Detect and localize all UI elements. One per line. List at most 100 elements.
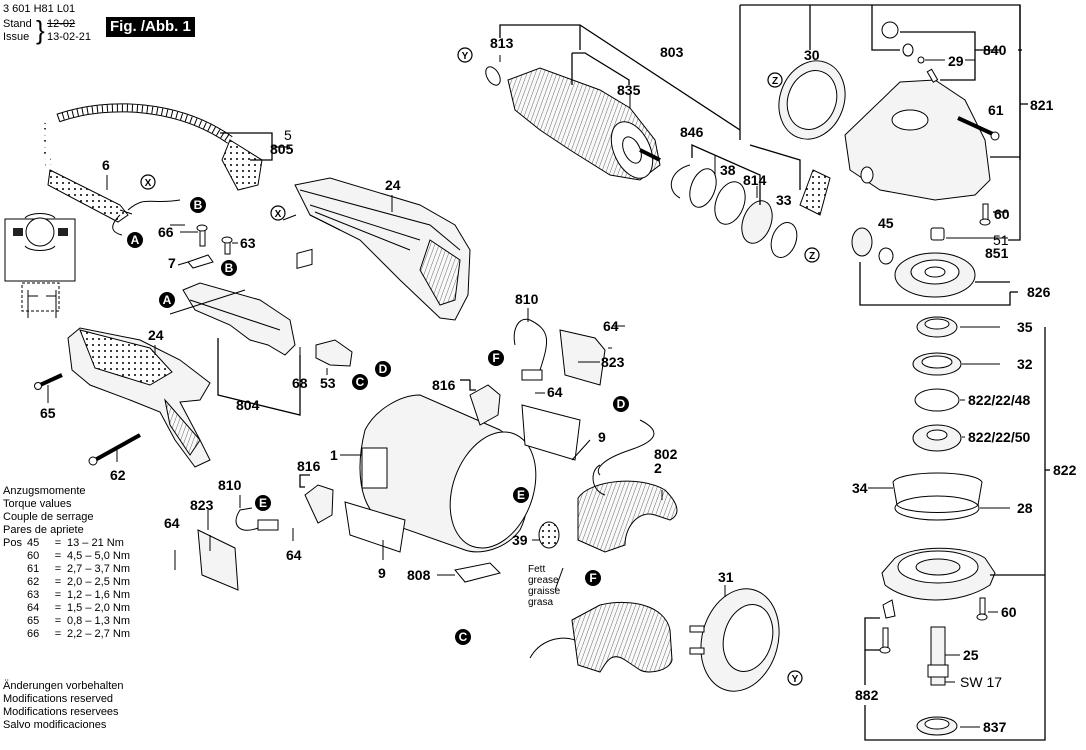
part-label: 63 xyxy=(240,235,256,251)
part-label: 33 xyxy=(776,192,792,208)
brush-wire-lower xyxy=(235,507,259,531)
part-label: 803 xyxy=(660,44,684,60)
pos-label: Pos xyxy=(3,537,22,549)
equals-sign: = xyxy=(54,628,62,640)
torque-title-de: Anzugsmomente xyxy=(3,485,86,497)
bearing-flange-33 xyxy=(770,222,798,258)
note-es: Salvo modificaciones xyxy=(3,719,107,731)
part-label: 24 xyxy=(148,327,164,343)
part-label: 64 xyxy=(603,318,619,334)
assembly-ref-z: Z xyxy=(767,72,783,88)
connector-ref-b: B xyxy=(190,197,206,213)
assembly-ref-x: X xyxy=(140,174,156,190)
gear-housing xyxy=(844,79,991,201)
screw-882 xyxy=(879,599,896,654)
svg-text:Z: Z xyxy=(809,251,815,262)
connector-ref-a: A xyxy=(127,232,143,248)
part-label: 840 xyxy=(983,42,1007,58)
assembly-ref-z: Z xyxy=(804,247,820,263)
brush-cap-823-lower xyxy=(197,529,239,591)
carbon-brush-810-lower xyxy=(257,519,279,531)
cord-wires xyxy=(112,199,181,236)
part-label: 1 xyxy=(330,447,338,463)
part-label: 64 xyxy=(164,515,180,531)
torque-pos: 45 xyxy=(27,537,40,549)
washer-846 xyxy=(689,168,717,208)
svg-text:D: D xyxy=(617,397,626,411)
stand-label: Stand xyxy=(3,18,32,30)
svg-text:B: B xyxy=(194,198,203,212)
part-labels: 5 805 6 24 66 63 7 68 53 804 24 65 62 81… xyxy=(40,35,1077,735)
svg-text:X: X xyxy=(145,178,152,189)
leader-lines xyxy=(47,4,1050,741)
grease-packet-39 xyxy=(538,521,560,549)
grease-note: Fett grease graisse grasa xyxy=(528,564,561,608)
protection-ring-34 xyxy=(892,472,983,513)
svg-text:F: F xyxy=(492,351,499,365)
needle-bearing-38 xyxy=(714,181,746,225)
svg-text:Y: Y xyxy=(792,674,799,685)
part-label: 68 xyxy=(292,375,308,391)
label-9-lower xyxy=(344,501,406,553)
torque-row: 64 = 1,5 – 2,0 Nm xyxy=(3,602,130,615)
svg-text:X: X xyxy=(275,209,282,220)
svg-text:graisse: graisse xyxy=(528,586,561,597)
screw-66 xyxy=(196,224,208,247)
part-label: 62 xyxy=(110,467,126,483)
field-coil-upper xyxy=(577,480,678,553)
part-label: 39 xyxy=(512,532,528,548)
part-label: 2 xyxy=(654,460,662,476)
torque-value: 1,2 – 1,6 Nm xyxy=(67,589,130,601)
motor-housing xyxy=(359,394,537,553)
torque-value: 1,5 – 2,0 Nm xyxy=(67,602,130,614)
screw-61 xyxy=(957,116,1000,141)
equals-sign: = xyxy=(54,615,62,627)
handle-cover-upper xyxy=(294,177,471,321)
part-label: 66 xyxy=(158,224,174,240)
torque-title-es: Pares de apriete xyxy=(3,524,84,536)
sleeve-51 xyxy=(930,227,945,241)
part-label: 53 xyxy=(320,375,336,391)
connector-ref-c: C xyxy=(455,629,471,645)
armature xyxy=(485,66,661,181)
part-label: 5 xyxy=(284,127,292,143)
part-label: 9 xyxy=(378,565,386,581)
torque-value: 13 – 21 Nm xyxy=(67,537,124,549)
part-label: 64 xyxy=(547,384,563,400)
part-label: 810 xyxy=(218,477,242,493)
equals-sign: = xyxy=(54,589,62,601)
equals-sign: = xyxy=(54,602,62,614)
svg-text:A: A xyxy=(163,293,172,307)
clamp-plate-7 xyxy=(187,254,214,269)
assembly-ref-x: X xyxy=(270,205,286,221)
svg-text:E: E xyxy=(517,488,525,502)
brush-holder-816-lower xyxy=(304,484,334,524)
part-label: 802 xyxy=(654,446,678,462)
part-label: 813 xyxy=(490,35,514,51)
connector-ref-e: E xyxy=(513,487,529,503)
note-en: Modifications reserved xyxy=(3,693,114,705)
svg-text:A: A xyxy=(131,233,140,247)
retaining-ring xyxy=(914,388,960,412)
connector-ref-b: B xyxy=(221,260,237,276)
torque-value: 2,0 – 2,5 Nm xyxy=(67,576,130,588)
screw-62 xyxy=(88,433,141,466)
torque-pos: 63 xyxy=(27,589,40,601)
part-label: 882 xyxy=(855,687,879,703)
part-label: 816 xyxy=(297,458,321,474)
note-fr: Modifications reservees xyxy=(3,706,119,718)
part-label: 65 xyxy=(40,405,56,421)
torque-row: 62=2,0 – 2,5 Nm xyxy=(3,576,130,589)
part-label: 823 xyxy=(190,497,214,513)
part-label: 837 xyxy=(983,719,1007,735)
torque-pos: 64 xyxy=(27,602,40,614)
connector-ref-c: C xyxy=(352,374,368,390)
old-date: 12-02 xyxy=(47,18,76,30)
coil-wire-c xyxy=(529,637,576,659)
torque-row: 61=2,7 – 3,7 Nm xyxy=(3,563,130,576)
part-label: 29 xyxy=(948,53,964,69)
part-label: 822/22/48 xyxy=(968,392,1030,408)
torque-title-fr: Couple de serrage xyxy=(3,511,94,523)
